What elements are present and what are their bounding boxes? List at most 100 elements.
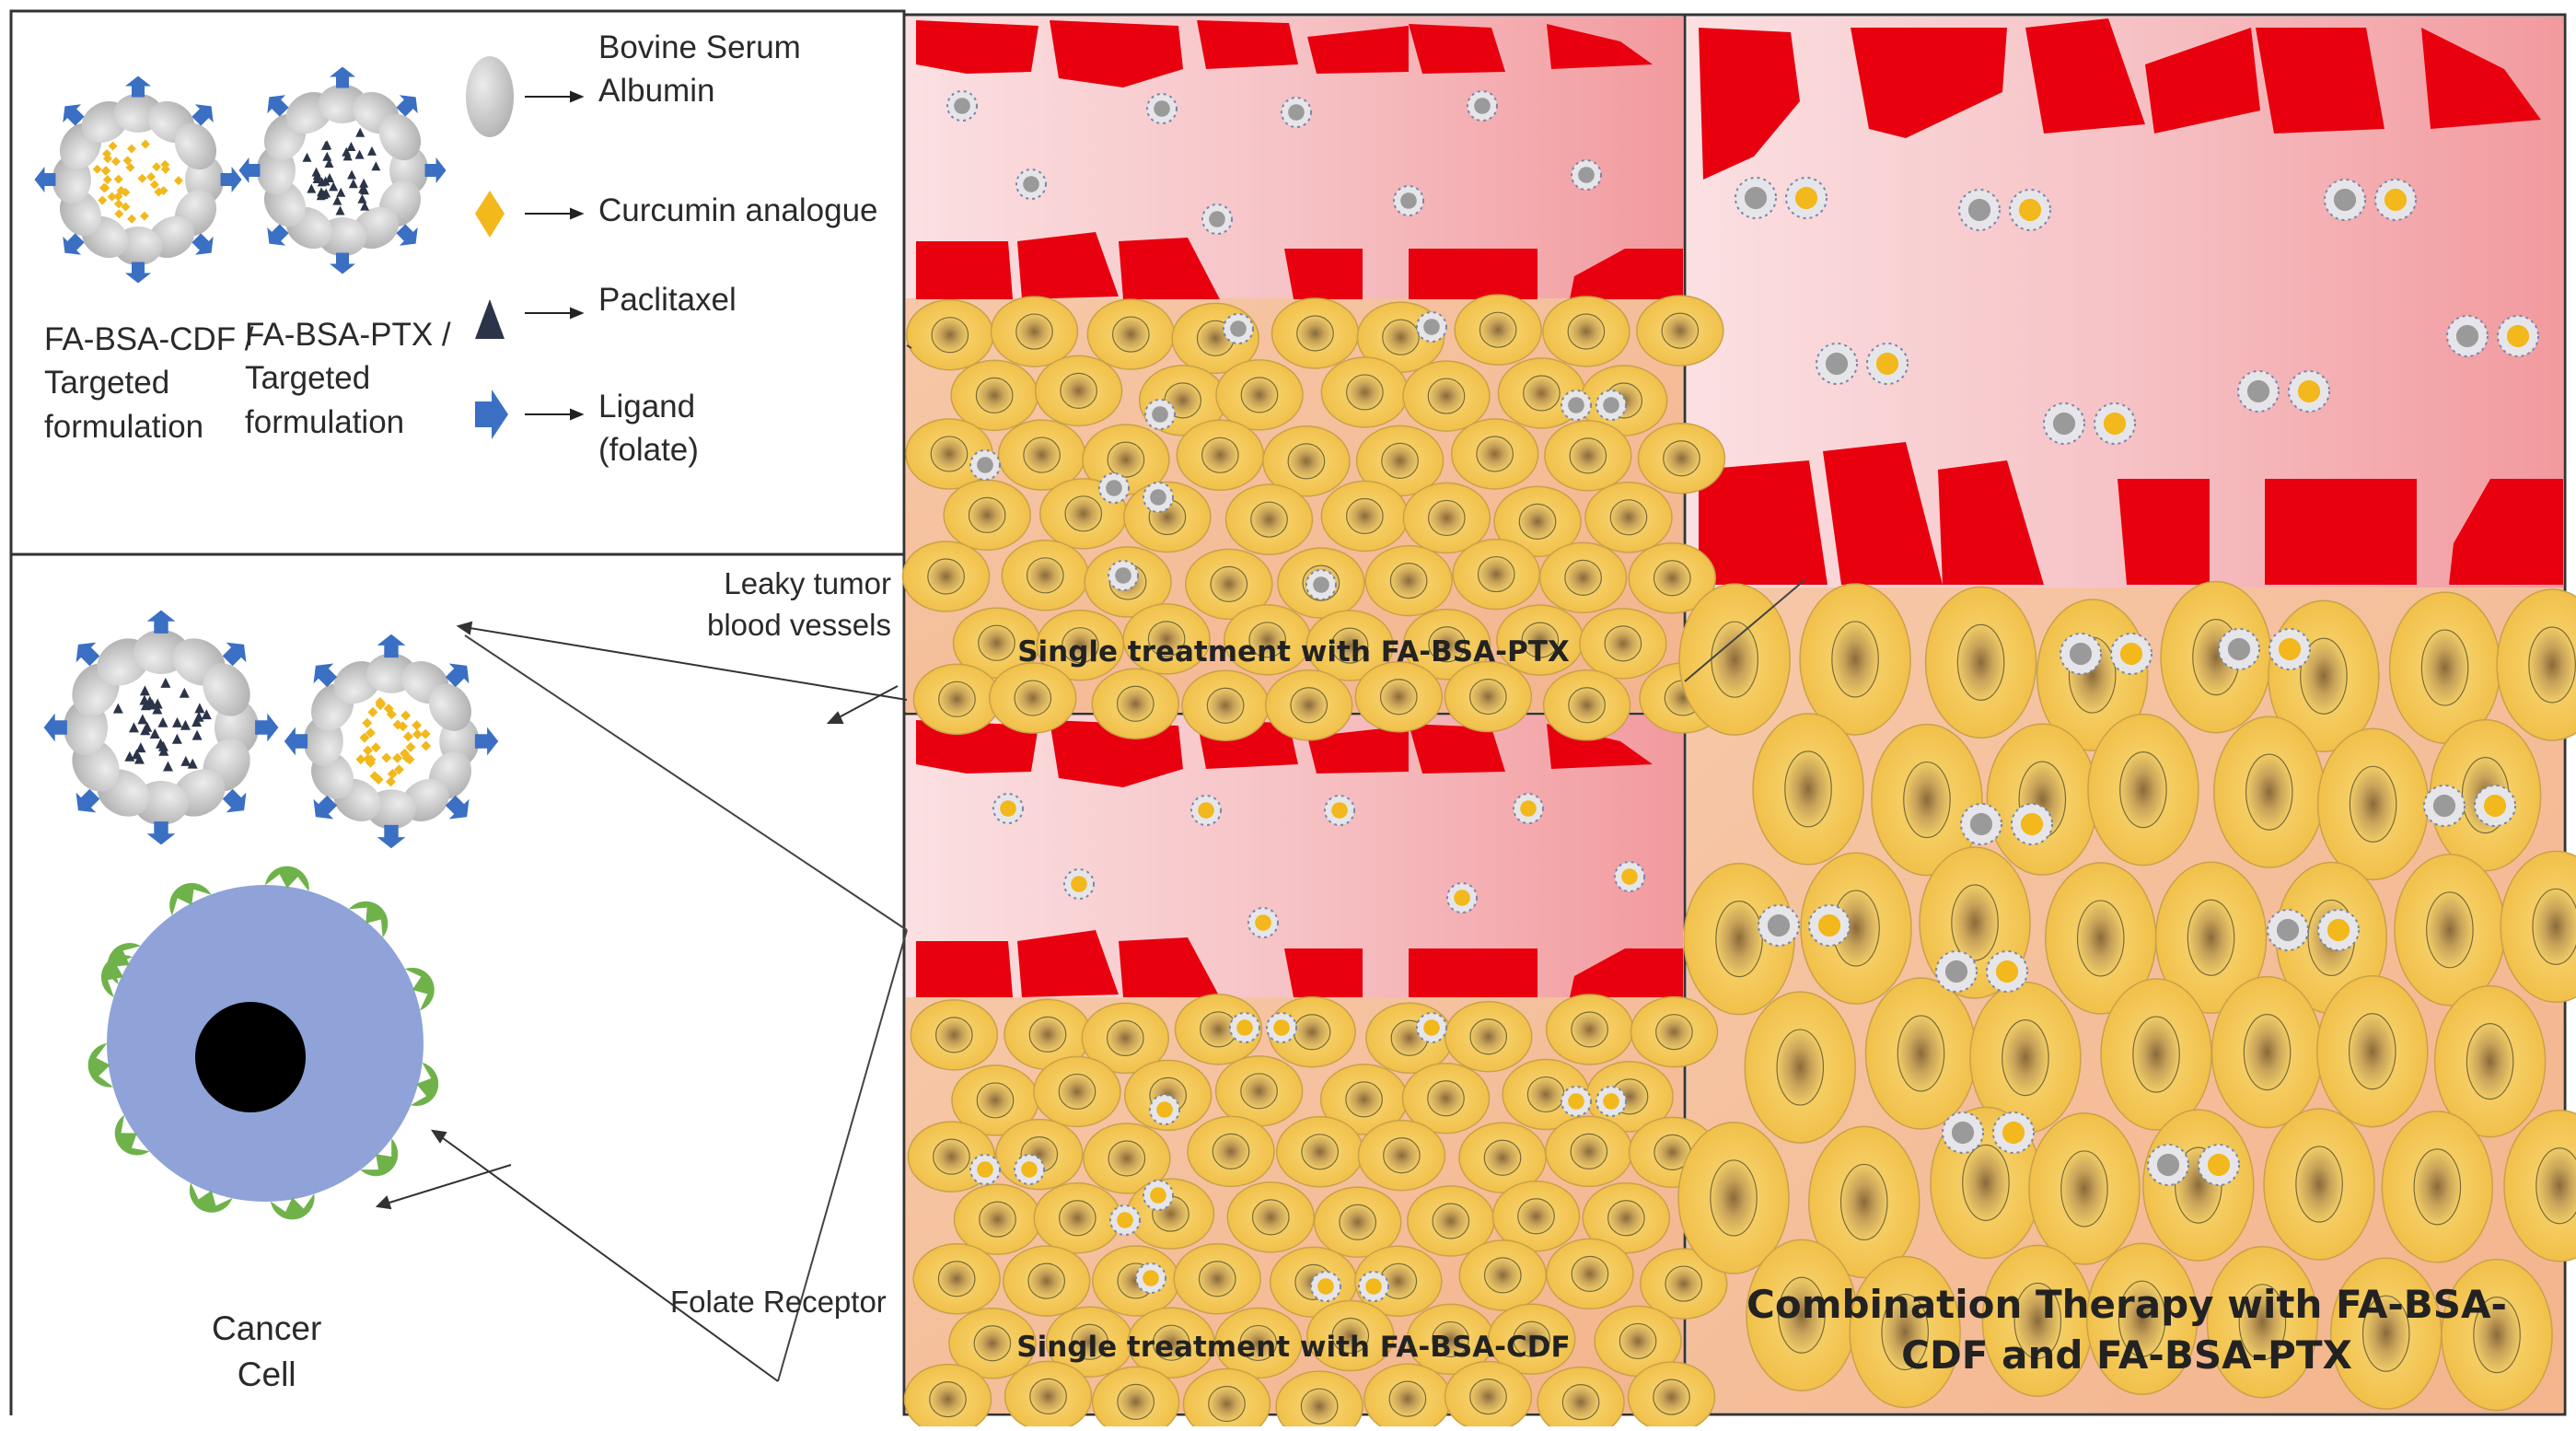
nanoparticle	[2218, 628, 2260, 670]
nanoparticle	[1416, 311, 1447, 343]
tumor-cell	[1402, 360, 1491, 432]
nanoparticle	[969, 1154, 1001, 1185]
folate-receptor-icon	[100, 955, 133, 997]
tumor-cell	[1355, 425, 1445, 497]
tumor-cell	[1002, 1245, 1091, 1317]
nanoparticle	[2198, 1144, 2240, 1186]
tumor-cell	[1268, 996, 1356, 1068]
tumor-cell	[2500, 850, 2576, 1004]
tumor-cell	[997, 419, 1086, 491]
nanoparticle	[1108, 560, 1139, 591]
nanoparticle	[2269, 628, 2311, 670]
endothelial-cells-bottom	[916, 930, 1683, 997]
tumor-cell	[1752, 713, 1864, 866]
tumor-cell	[2085, 1242, 2199, 1395]
nanoparticle	[1229, 1012, 1260, 1043]
nanoparticle	[1146, 93, 1178, 124]
tumor-cell	[1584, 482, 1673, 553]
tumor-cell	[1275, 1116, 1364, 1188]
nanoparticle	[1015, 169, 1047, 200]
nanoparticle	[1513, 793, 1544, 824]
tumor-cell	[1363, 1363, 1452, 1431]
tumor-cell	[1004, 1360, 1093, 1431]
tumor-cell	[943, 479, 1031, 552]
nanoparticle	[1324, 795, 1355, 826]
legend-paclitaxel-label: Paclitaxel	[598, 282, 737, 318]
nanoparticle	[2094, 402, 2136, 445]
nanoparticle	[1992, 1111, 2035, 1154]
fa-bsa-ptx-nanoparticle	[43, 610, 279, 845]
tumor-cell	[1924, 586, 2037, 739]
endothelial-cells-bottom	[916, 232, 1683, 299]
folate-receptor-icon	[264, 866, 309, 891]
paclitaxel-triangle-icon	[475, 299, 505, 339]
ligand-arrow-icon	[475, 390, 508, 439]
endothelial-cells-top	[1699, 18, 2541, 180]
tumor-cell	[1582, 1181, 1671, 1254]
tumor-cell	[1545, 994, 1634, 1065]
tumor-cell	[1487, 1303, 1576, 1375]
cancer-cell-illustration	[43, 610, 908, 1382]
tumor-cell	[905, 418, 993, 490]
tumor-cell	[1458, 1239, 1548, 1311]
tumor-cell	[951, 1065, 1039, 1136]
nanoparticle	[1143, 1180, 1174, 1211]
nanoparticle	[1571, 159, 1602, 191]
tumor-cell	[1034, 355, 1123, 427]
tumor-cell	[1546, 1238, 1634, 1310]
nanoparticle	[2497, 315, 2539, 357]
fa-bsa-cdf-nanoparticle	[284, 634, 499, 849]
tumor-cell	[2496, 588, 2576, 741]
tumor-cells-ptx	[901, 294, 1727, 741]
nanoparticle	[1135, 1262, 1166, 1294]
tumor-cell	[2316, 727, 2430, 881]
nanoparticle	[1223, 313, 1254, 344]
nanoparticle	[2288, 370, 2330, 413]
nanoparticle	[1758, 904, 1800, 947]
nanoparticle	[2423, 785, 2466, 827]
curcumin-diamond-icon	[475, 191, 505, 238]
tumor-cell	[1215, 359, 1304, 431]
tumor-cell	[1091, 668, 1180, 740]
nanoparticle	[2060, 633, 2102, 675]
tumor-cell	[1744, 991, 1857, 1144]
tumor-cell	[901, 541, 991, 612]
nanoparticle	[1735, 177, 1777, 219]
tumor-cell	[1264, 669, 1353, 741]
tumor-cell	[1542, 669, 1631, 741]
tumor-cell	[2388, 591, 2501, 744]
tumor-cell	[1364, 544, 1453, 617]
nanoparticle	[1866, 343, 1909, 385]
formulation-ptx-label: FA-BSA-PTX / Targeted formulation	[245, 317, 451, 440]
tumor-cell	[989, 662, 1077, 734]
tumor-cell	[1213, 1307, 1303, 1379]
nanoparticle	[1467, 90, 1498, 122]
legend-curcumin-label: Curcumin analogue	[598, 192, 878, 228]
tumor-cell	[1182, 1367, 1271, 1431]
connector-lines	[464, 344, 1805, 1382]
tumor-cell	[1454, 294, 1542, 366]
nanoparticle	[1014, 1154, 1045, 1185]
tumor-cell	[1402, 482, 1491, 554]
tumor-cell	[1452, 538, 1540, 611]
nanoparticle	[2009, 189, 2051, 231]
folate-receptor-icon	[404, 967, 435, 1011]
legend-panel	[34, 56, 585, 439]
nanoparticle	[1063, 868, 1095, 900]
tumor-cell	[1986, 723, 2099, 876]
tumor-cell	[1033, 1182, 1122, 1254]
tumor-cell	[1579, 608, 1667, 680]
tumor-cell	[903, 1363, 992, 1431]
tumor-cell	[1444, 1000, 1533, 1073]
nanoparticle	[1595, 1086, 1627, 1117]
tumor-cell	[1187, 1115, 1275, 1188]
nanoparticle	[1958, 189, 2001, 231]
tumor-cell	[1849, 1255, 1961, 1409]
nanoparticle	[1416, 1012, 1447, 1043]
tumor-cell	[2503, 1110, 2576, 1262]
tumor-cell	[1181, 669, 1270, 741]
nanoparticle	[2374, 179, 2417, 221]
nanoparticle	[1942, 1111, 1984, 1154]
